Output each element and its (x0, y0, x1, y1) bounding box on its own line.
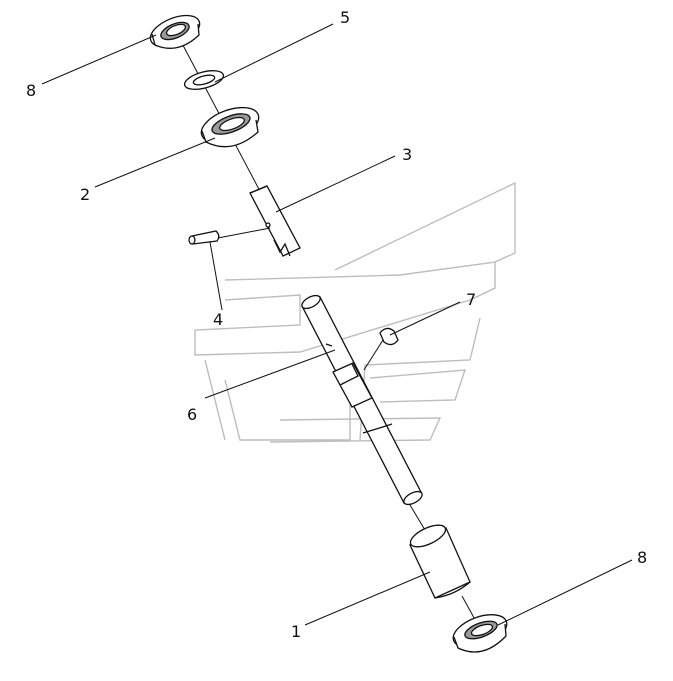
callout-8-bottom: 8 (637, 548, 647, 567)
leader-lines (41, 23, 633, 626)
callout-2: 2 (80, 185, 90, 204)
callout-6: 6 (187, 405, 197, 424)
bushing (409, 524, 471, 599)
shaft (301, 294, 423, 506)
bearing-top (149, 14, 201, 49)
callout-labels: 8 5 2 3 4 7 6 1 8 (26, 8, 647, 641)
washer (183, 70, 225, 90)
key (379, 327, 399, 346)
callout-8-top: 8 (26, 81, 36, 100)
callout-4: 4 (213, 310, 223, 329)
callout-3: 3 (402, 145, 412, 164)
callout-5: 5 (340, 8, 350, 27)
callout-1: 1 (291, 622, 301, 641)
pin (188, 230, 220, 245)
callout-7: 7 (466, 290, 476, 309)
seal (200, 106, 260, 148)
clamp-sleeve (249, 185, 301, 257)
bearing-bottom (452, 614, 508, 653)
